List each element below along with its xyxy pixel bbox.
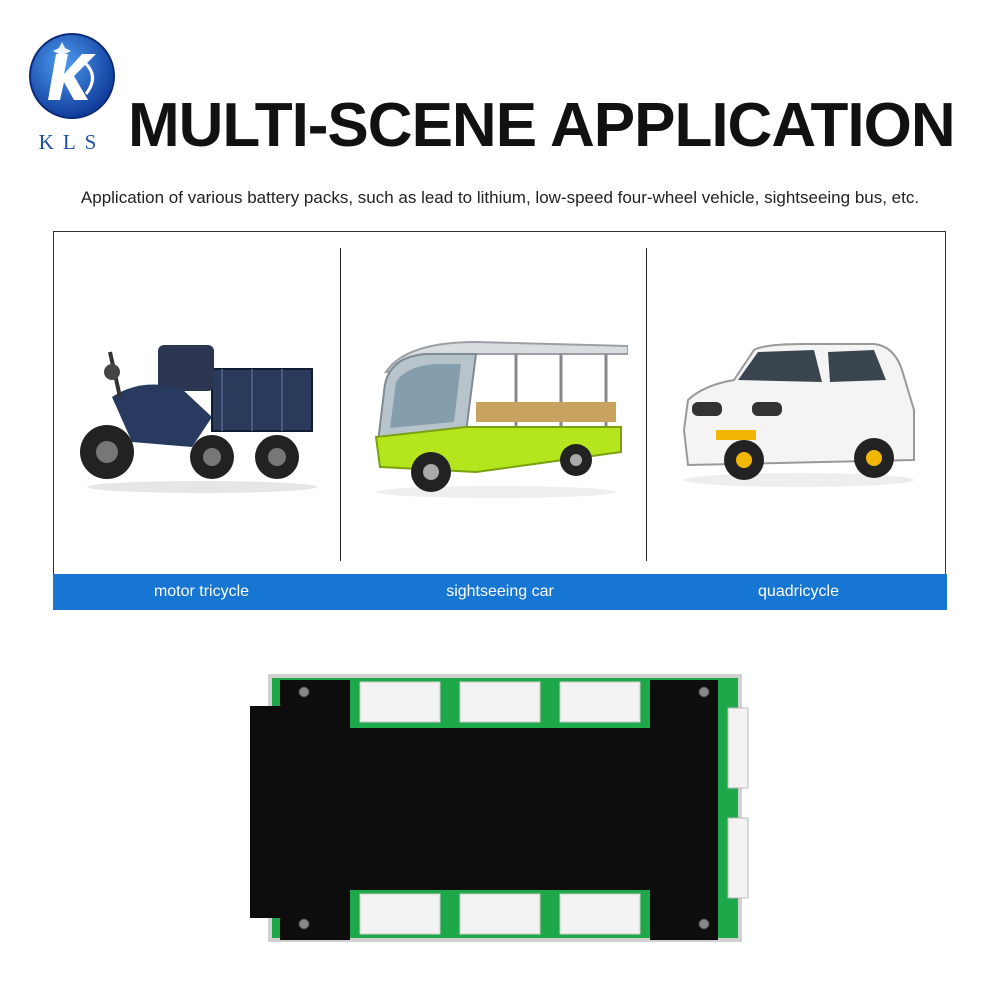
bms-board-image [250, 674, 749, 942]
caption-bar: motor tricycle sightseeing car quadricyc… [53, 574, 947, 610]
kls-logo [26, 30, 118, 158]
caption-quadricycle: quadricycle [758, 583, 839, 600]
motor-tricycle-image [80, 345, 317, 493]
scene-divider [646, 248, 647, 561]
scene-divider [340, 248, 341, 561]
quadricycle-image [682, 343, 915, 487]
page-title: MULTI-SCENE APPLICATION [128, 91, 956, 160]
kls-logo-icon [29, 33, 115, 119]
sightseeing-car-image [374, 340, 628, 498]
scenes-panel [53, 231, 946, 609]
caption-motor-tricycle: motor tricycle [153, 583, 250, 600]
page-subtitle: Application of various battery packs, su… [80, 188, 920, 207]
caption-sightseeing-car: sightseeing car [446, 583, 554, 600]
logo-text: KLS [38, 130, 106, 154]
